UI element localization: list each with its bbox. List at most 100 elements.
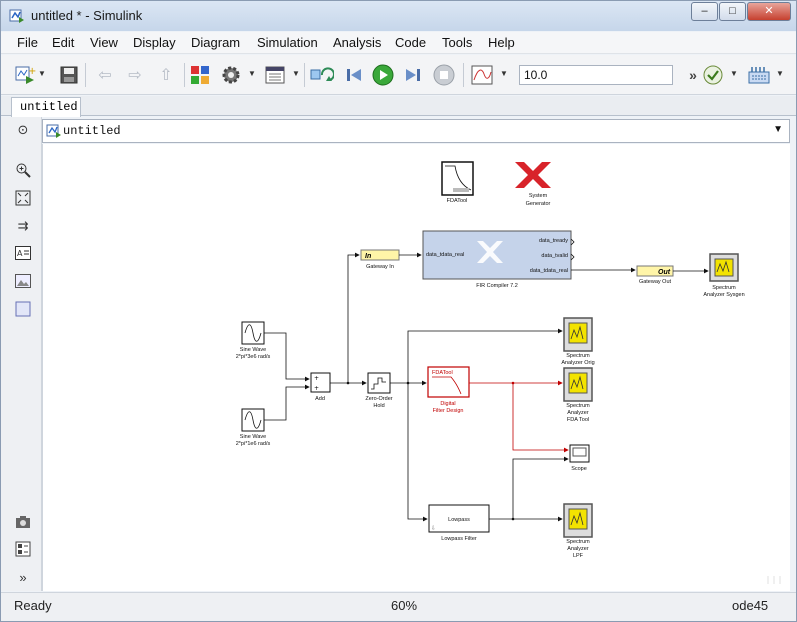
stop-icon[interactable] <box>432 63 456 87</box>
lowpass-filter-block[interactable]: Lowpass ⇩ Lowpass Filter <box>428 504 490 542</box>
menu-analysis[interactable]: Analysis <box>333 35 382 50</box>
zero-order-hold-block[interactable]: Zero-Order Hold <box>365 372 393 409</box>
step-forward-icon[interactable] <box>401 63 425 87</box>
build-model-icon[interactable] <box>747 63 771 87</box>
area-icon[interactable] <box>14 300 32 318</box>
spectrum-fda-label-3: FDA Tool <box>567 417 589 423</box>
model-advisor-check-icon[interactable] <box>701 63 725 87</box>
spectrum-analyzer-sysgen-block[interactable]: Spectrum Analyzer Sysgen <box>703 253 745 298</box>
model-canvas[interactable]: FDATool System Generator In Gateway In d… <box>42 144 790 591</box>
tab-untitled[interactable]: untitled <box>11 97 81 117</box>
lowpass-title: Lowpass <box>448 517 470 523</box>
svg-text:+: + <box>28 66 36 77</box>
maximize-button[interactable]: □ <box>719 2 746 21</box>
inspector-dropdown-icon[interactable]: ▼ <box>500 69 508 78</box>
step-back-icon[interactable] <box>342 63 366 87</box>
stop-time-input[interactable] <box>519 65 673 85</box>
menu-file[interactable]: File <box>17 35 38 50</box>
new-model-icon[interactable]: + <box>13 63 37 87</box>
sine-wave-1-block[interactable]: Sine Wave 2*pi*3e6 rad/s <box>236 321 271 360</box>
menu-help[interactable]: Help <box>488 35 515 50</box>
system-generator-block[interactable]: System Generator <box>515 162 551 207</box>
svg-text:⇩: ⇩ <box>431 525 436 532</box>
menu-diagram[interactable]: Diagram <box>191 35 241 50</box>
sine-wave-2-label-1: Sine Wave <box>240 434 266 440</box>
lowpass-filter-label: Lowpass Filter <box>441 536 477 542</box>
sine-wave-2-block[interactable]: Sine Wave 2*pi*1e6 rad/s <box>236 408 271 447</box>
gateway-out-block[interactable]: Out Gateway Out <box>636 265 674 285</box>
signal-lines[interactable] <box>264 238 709 522</box>
fir-compiler-block[interactable]: data_tdata_real data_tready data_tvalid … <box>422 230 572 289</box>
filtered-signal-lines[interactable] <box>469 380 569 453</box>
breadcrumb-bar[interactable]: untitled ▼ <box>42 119 790 143</box>
add-block[interactable]: + + Add <box>310 372 331 402</box>
system-generator-label-1: System <box>529 193 548 199</box>
fir-output-port-3-label: data_tdata_real <box>530 268 568 274</box>
fir-output-port-2-label: data_tvalid <box>541 253 568 259</box>
digital-filter-title: FDATool <box>432 370 453 376</box>
gateway-in-block[interactable]: In Gateway In <box>360 249 400 270</box>
advisor-dropdown-icon[interactable]: ▼ <box>730 69 738 78</box>
svg-text:+: + <box>314 385 319 392</box>
window-title: untitled * - Simulink <box>31 8 143 23</box>
simulation-data-inspector-icon[interactable] <box>470 63 494 87</box>
simulink-app-icon <box>9 9 24 23</box>
status-solver[interactable]: ode45 <box>732 598 769 613</box>
fir-input-port-label: data_tdata_real <box>426 252 464 258</box>
fdatool-block[interactable]: FDATool <box>441 161 474 204</box>
more-toolbar-icon[interactable]: » <box>689 67 697 83</box>
expand-palette-icon[interactable]: » <box>19 569 27 585</box>
settings-dropdown-icon[interactable]: ▼ <box>248 69 256 78</box>
add-block-label: Add <box>315 396 325 402</box>
build-dropdown-icon[interactable]: ▼ <box>776 69 784 78</box>
breadcrumb-path[interactable]: untitled <box>63 124 121 138</box>
gateway-out-label: Gateway Out <box>639 279 672 285</box>
sine-wave-1-label-2: 2*pi*3e6 rad/s <box>236 354 271 360</box>
menu-simulation[interactable]: Simulation <box>257 35 318 50</box>
spectrum-lpf-label-1: Spectrum <box>566 539 590 545</box>
sine-wave-1-label-1: Sine Wave <box>240 347 266 353</box>
image-icon[interactable] <box>14 272 32 290</box>
new-dropdown-icon[interactable]: ▼ <box>38 69 46 78</box>
system-generator-label-2: Generator <box>526 201 551 207</box>
update-diagram-icon[interactable] <box>310 63 334 87</box>
screenshot-camera-icon[interactable] <box>14 513 32 531</box>
forward-icon[interactable]: ⇨ <box>128 67 142 84</box>
spectrum-analyzer-orig-block[interactable]: Spectrum Analyzer Orig <box>561 317 595 366</box>
up-icon[interactable]: ⇧ <box>159 67 173 84</box>
minimize-button[interactable]: – <box>691 2 718 21</box>
spectrum-analyzer-lpf-block[interactable]: Spectrum Analyzer LPF <box>563 503 593 559</box>
spectrum-orig-label-1: Spectrum <box>566 353 590 359</box>
toolbar: + ▼ ⇦ ⇨ ⇧ ▼ ▼ <box>1 55 796 95</box>
save-icon[interactable] <box>57 63 81 87</box>
spectrum-lpf-label-2: Analyzer <box>567 546 589 552</box>
fit-to-view-icon[interactable] <box>14 189 32 207</box>
digital-filter-label-1: Digital <box>440 401 455 407</box>
route-lines-icon[interactable]: ⇉ <box>17 218 29 233</box>
properties-icon[interactable] <box>14 540 32 558</box>
model-settings-gear-icon[interactable] <box>219 63 243 87</box>
back-icon[interactable]: ⇦ <box>98 67 112 84</box>
run-icon[interactable] <box>371 63 395 87</box>
scope-block[interactable]: Scope <box>569 444 590 472</box>
left-palette: ⊙ ⇉ A » <box>1 117 42 591</box>
explorer-dropdown-icon[interactable]: ▼ <box>292 69 300 78</box>
digital-filter-label-2: Filter Design <box>433 408 464 414</box>
digital-filter-design-block[interactable]: FDATool Digital Filter Design <box>427 366 470 414</box>
menu-code[interactable]: Code <box>395 35 427 50</box>
menu-tools[interactable]: Tools <box>442 35 473 50</box>
gateway-in-label: Gateway In <box>366 264 394 270</box>
spectrum-analyzer-fdatool-block[interactable]: Spectrum Analyzer FDA Tool <box>563 367 593 423</box>
hide-explorer-icon[interactable]: ⊙ <box>17 122 29 137</box>
menu-view[interactable]: View <box>90 35 118 50</box>
zoom-icon[interactable] <box>14 161 32 179</box>
menu-edit[interactable]: Edit <box>52 35 75 50</box>
annotation-icon[interactable]: A <box>14 244 32 262</box>
breadcrumb-dropdown-icon[interactable]: ▼ <box>773 124 783 135</box>
menu-display[interactable]: Display <box>133 35 176 50</box>
model-explorer-icon[interactable] <box>263 63 287 87</box>
model-tab-strip: untitled <box>1 96 796 117</box>
close-button[interactable]: ✕ <box>747 2 791 21</box>
library-browser-icon[interactable] <box>188 63 212 87</box>
